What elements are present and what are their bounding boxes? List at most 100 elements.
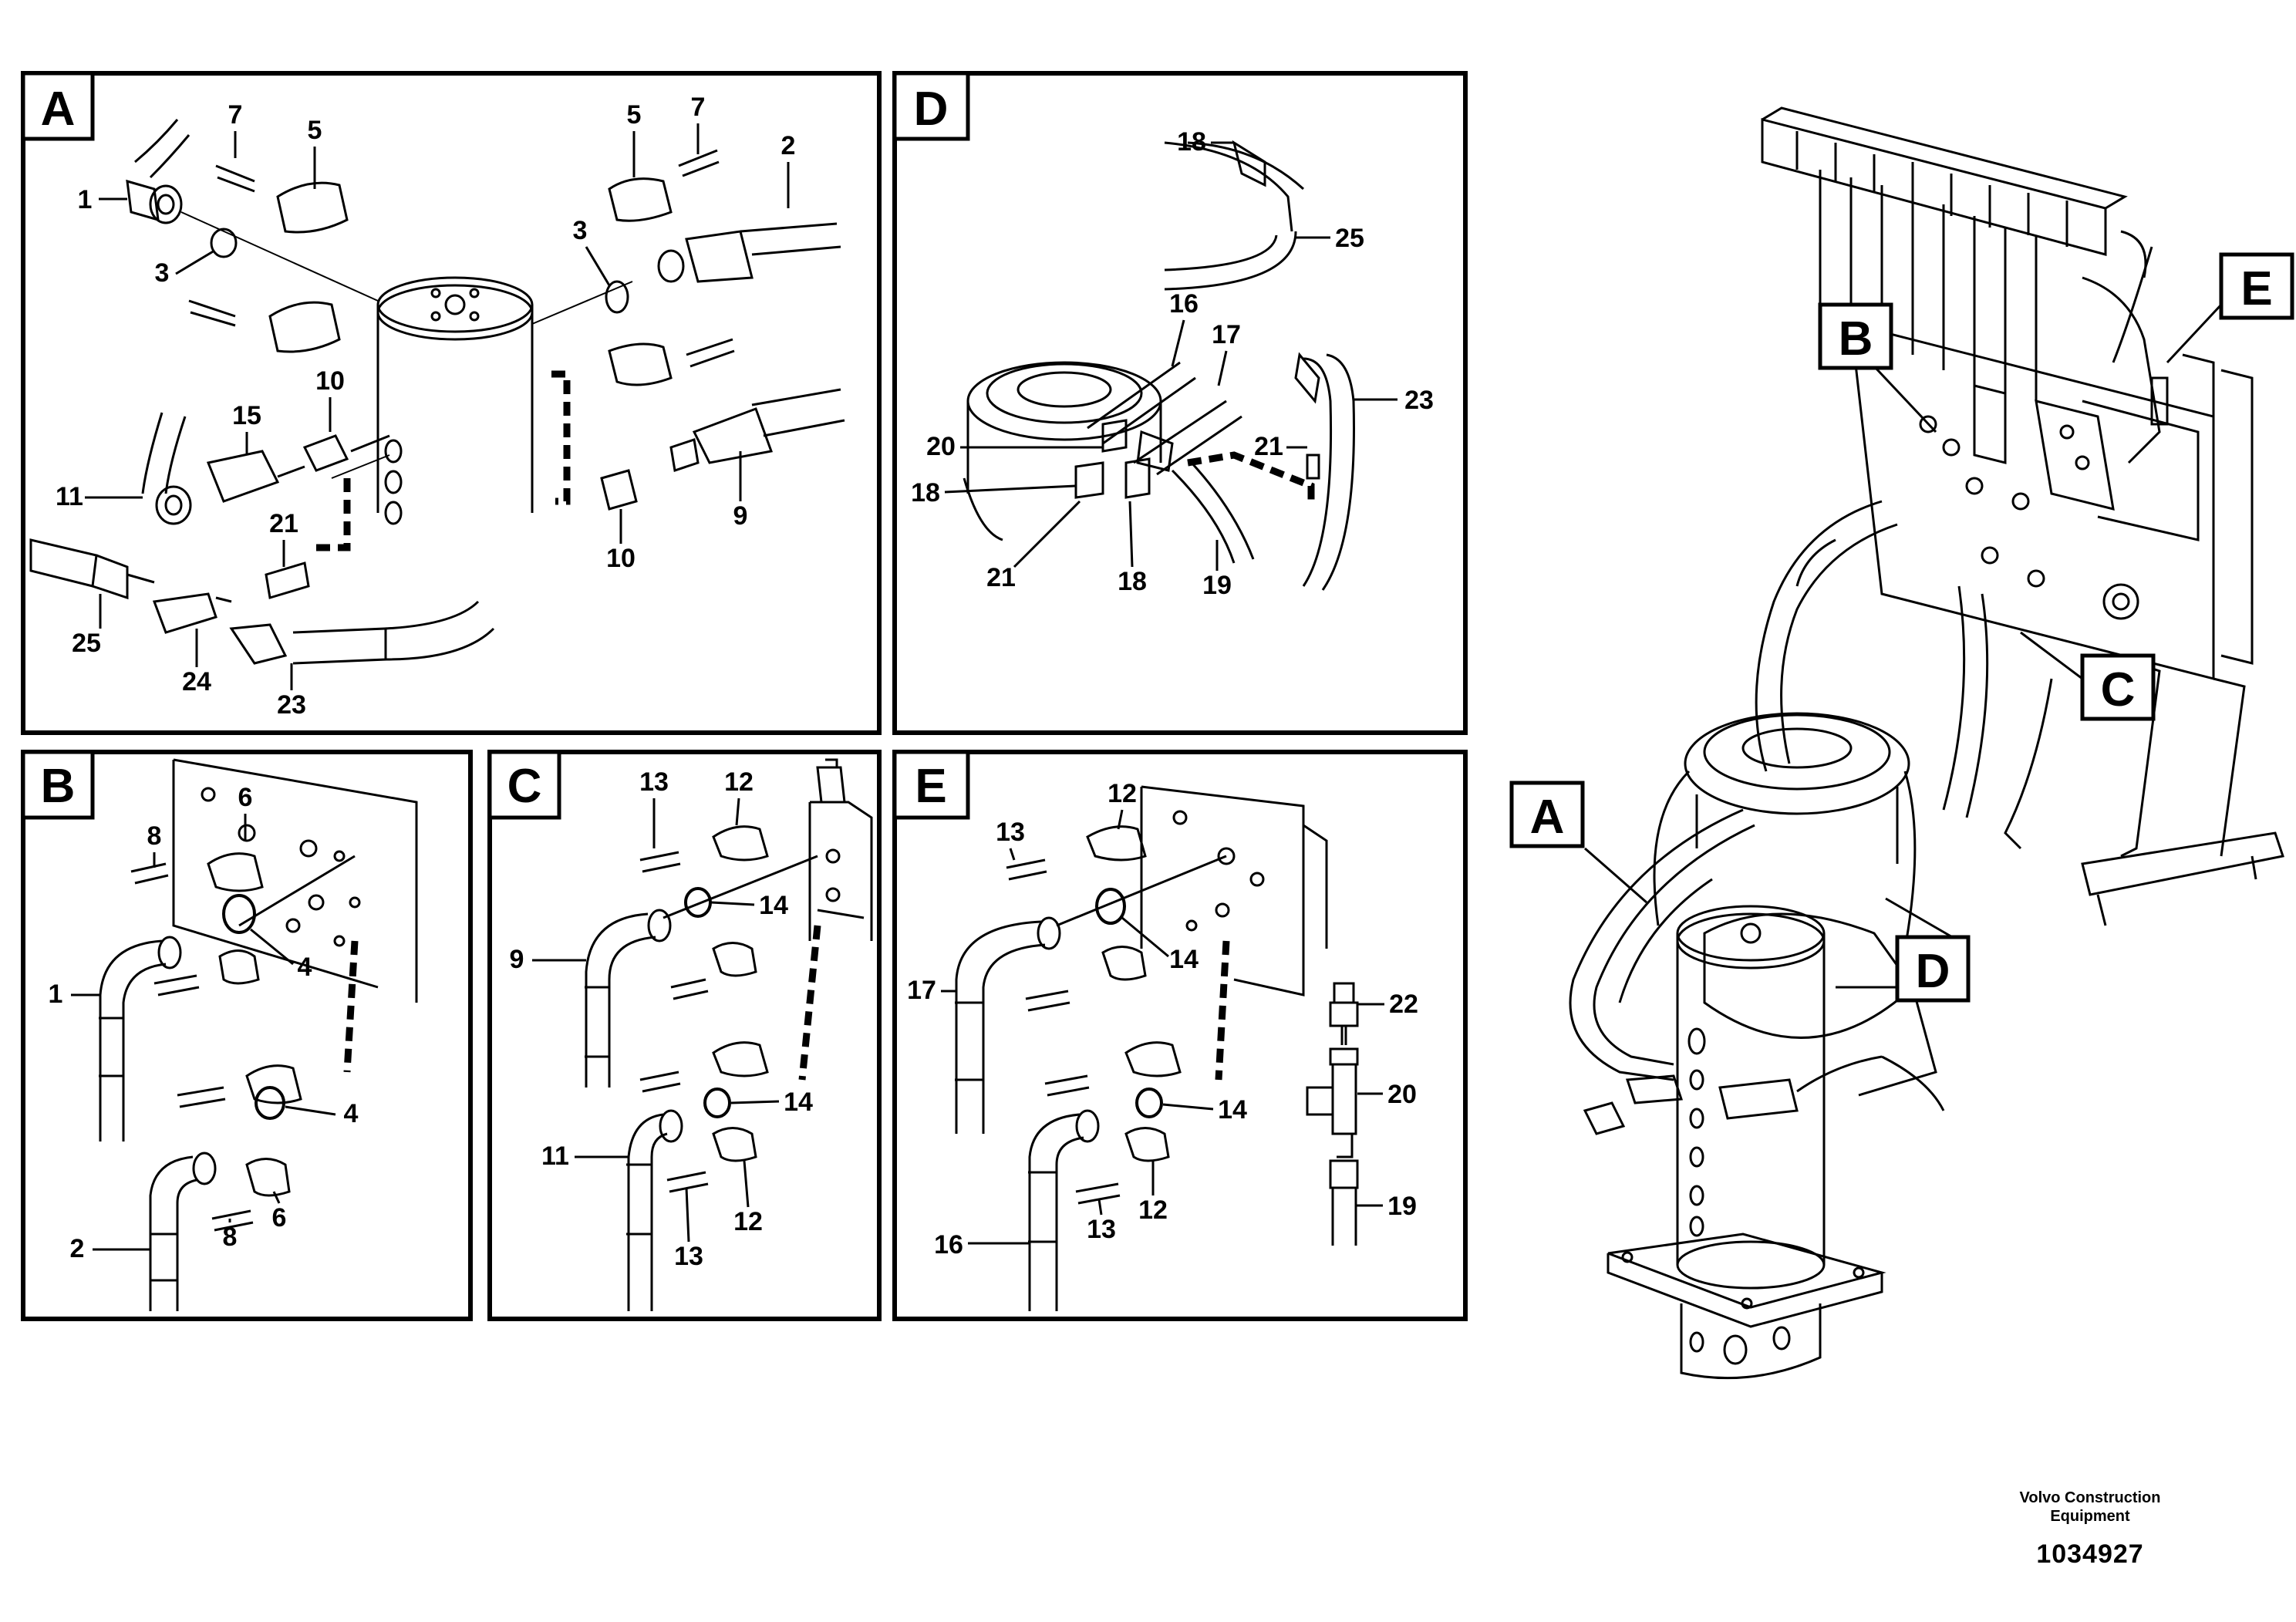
part-label: 8	[223, 1222, 238, 1252]
panel-c: C	[487, 750, 882, 1321]
part-label: 25	[1335, 224, 1364, 253]
part-label: 4	[298, 953, 312, 982]
part-label: 14	[1218, 1095, 1247, 1125]
hose-elbow-1	[126, 119, 190, 224]
dashed-connector	[798, 925, 821, 1081]
part-label: 7	[691, 93, 706, 122]
panel-c-letter: C	[507, 760, 542, 813]
part-label: 18	[1177, 127, 1206, 157]
o-ring	[210, 228, 238, 258]
part-label: 4	[344, 1099, 359, 1128]
part-label: 16	[934, 1230, 963, 1259]
part-label: 23	[277, 690, 306, 720]
part-label: 19	[1387, 1192, 1417, 1221]
part-label: 12	[733, 1207, 763, 1236]
hoses-c	[585, 825, 818, 1311]
part-label: 14	[784, 1088, 813, 1117]
part-label: 11	[56, 482, 83, 511]
overview-callouts: E B C A D	[1509, 252, 2294, 1003]
panel-d-labels: 18 25 16 17 23 20 21 18 21 18 19	[911, 127, 1434, 600]
o-ring	[222, 894, 256, 934]
part-label: 18	[1118, 567, 1147, 596]
part-label: 22	[1389, 990, 1418, 1019]
bolt	[188, 299, 236, 327]
part-label: 21	[986, 563, 1016, 592]
panel-a: A	[21, 71, 882, 735]
dashed-connector	[1215, 940, 1230, 1081]
part-label: 7	[228, 100, 243, 130]
swivel-top-view	[963, 361, 1162, 541]
dashed-connector	[551, 370, 571, 505]
part-label: 21	[269, 509, 298, 538]
callout-b-letter: B	[1839, 312, 1873, 366]
panel-d: D	[892, 71, 1468, 735]
part-label: 10	[315, 366, 345, 396]
part-label: 2	[70, 1234, 85, 1263]
part-label: 13	[996, 818, 1025, 847]
swivel-cylinder	[376, 276, 534, 525]
hose-assembly-bottom	[29, 538, 495, 665]
part-label: 18	[911, 478, 940, 508]
part-label: 9	[733, 501, 748, 531]
part-label: 6	[272, 1203, 287, 1233]
part-label: 2	[781, 131, 796, 160]
callout-d-letter: D	[1916, 945, 1950, 998]
flange-clamp	[268, 301, 341, 353]
hoses-d	[1074, 140, 1355, 591]
dashed-connector	[316, 478, 351, 551]
hoses-e	[955, 825, 1359, 1311]
flange-clamp	[276, 181, 349, 234]
dashed-connector	[343, 940, 359, 1073]
part-label: 1	[49, 980, 63, 1009]
callout-a	[1509, 781, 1585, 848]
part-label: 19	[1202, 571, 1232, 600]
part-label: 20	[926, 432, 956, 461]
overview-assembly	[1569, 106, 2284, 1380]
part-label: 9	[510, 945, 524, 974]
panel-e: E	[892, 750, 1468, 1321]
valve-block-c	[808, 758, 873, 941]
o-ring	[1135, 1088, 1163, 1118]
part-label: 5	[627, 100, 642, 130]
part-label: 24	[182, 667, 211, 696]
part-label: 13	[639, 767, 669, 797]
part-label: 3	[573, 216, 588, 245]
o-ring	[703, 1088, 731, 1118]
hoses-b	[99, 852, 356, 1311]
part-label: 23	[1404, 386, 1434, 415]
callout-e-letter: E	[2240, 262, 2272, 315]
part-label: 17	[1212, 320, 1241, 349]
panel-e-labels: 12 13 14 17 22 20 14 13 12 16 19	[907, 779, 1418, 1259]
brand-line-2: Equipment	[2050, 1508, 2130, 1525]
callout-b	[1818, 302, 1893, 370]
part-label: 20	[1387, 1080, 1417, 1109]
drawing-number: 1034927	[2036, 1539, 2144, 1569]
title-block: Volvo Construction Equipment 1034927	[1944, 1489, 2237, 1570]
valve-block-e	[1140, 785, 1328, 996]
part-label: 6	[238, 783, 253, 812]
part-label: 10	[606, 544, 636, 573]
callout-a-letter: A	[1530, 791, 1565, 844]
panel-b-letter: B	[41, 760, 76, 813]
panel-b: B	[21, 750, 473, 1321]
panel-d-letter: D	[914, 83, 949, 136]
callout-e	[2219, 252, 2294, 320]
bolt	[215, 164, 255, 193]
panel-b-labels: 6 8 4 1 4 2 8 6	[49, 783, 359, 1263]
part-label: 11	[541, 1141, 569, 1171]
part-label: 12	[1108, 779, 1137, 808]
part-label: 14	[759, 891, 788, 920]
o-ring	[255, 1086, 285, 1120]
part-label: 1	[78, 185, 93, 214]
dashed-connector	[1187, 451, 1315, 505]
part-label: 21	[1254, 432, 1283, 461]
o-ring	[1095, 888, 1126, 925]
part-label: 13	[674, 1242, 703, 1271]
part-label: 16	[1169, 289, 1199, 319]
part-label: 3	[155, 258, 170, 288]
part-label: 8	[147, 821, 162, 851]
part-label: 5	[308, 116, 322, 145]
part-label: 12	[1138, 1195, 1168, 1225]
brand-line-1: Volvo Construction	[2019, 1489, 2161, 1506]
part-label: 14	[1169, 945, 1199, 974]
